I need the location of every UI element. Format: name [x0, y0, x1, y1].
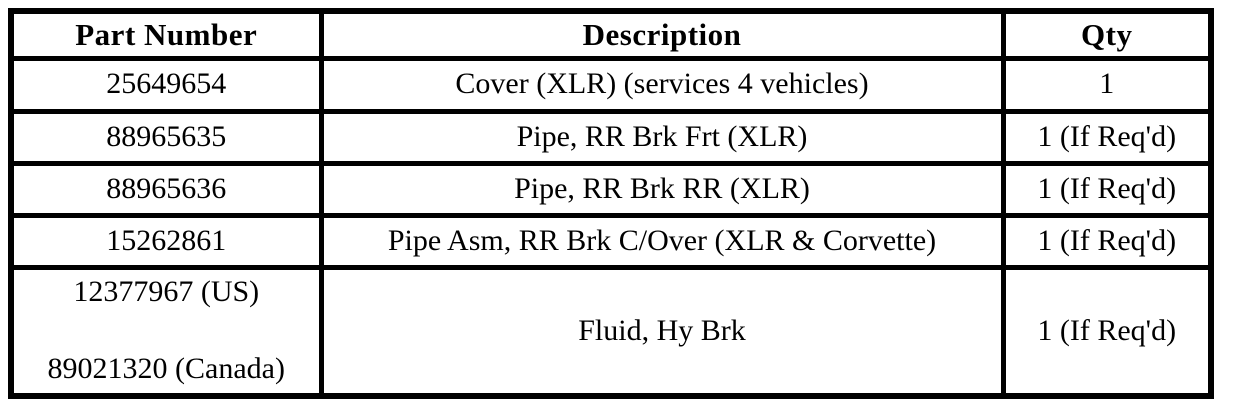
description-cell: Pipe Asm, RR Brk C/Over (XLR & Corvette): [318, 212, 1006, 270]
part-number-line-canada: 89021320 (Canada): [47, 352, 285, 385]
part-number-cell: 12377967 (US) 89021320 (Canada): [8, 264, 324, 398]
table-row: 15262861 Pipe Asm, RR Brk C/Over (XLR & …: [8, 212, 1214, 270]
parts-table: Part Number Description Qty 25649654 Cov…: [8, 8, 1214, 399]
part-number-cell: 88965635: [8, 108, 324, 166]
description-cell: Cover (XLR) (services 4 vehicles): [318, 55, 1006, 114]
header-row: Part Number Description Qty: [8, 8, 1214, 61]
part-number-cell: 15262861: [8, 212, 324, 270]
table-row: 25649654 Cover (XLR) (services 4 vehicle…: [8, 55, 1214, 114]
column-header-part-number: Part Number: [8, 8, 324, 61]
qty-cell: 1 (If Req'd): [1000, 212, 1214, 270]
description-cell: Fluid, Hy Brk: [318, 264, 1006, 398]
part-number-cell: 25649654: [8, 55, 324, 114]
part-number-cell: 88965636: [8, 160, 324, 218]
qty-cell: 1 (If Req'd): [1000, 160, 1214, 218]
column-header-description: Description: [318, 8, 1006, 61]
qty-cell: 1 (If Req'd): [1000, 108, 1214, 166]
table-row: 88965635 Pipe, RR Brk Frt (XLR) 1 (If Re…: [8, 108, 1214, 166]
column-header-qty: Qty: [1000, 8, 1214, 61]
table-row: 12377967 (US) 89021320 (Canada) Fluid, H…: [8, 264, 1214, 398]
part-number-stack: 12377967 (US) 89021320 (Canada): [16, 272, 316, 391]
description-cell: Pipe, RR Brk RR (XLR): [318, 160, 1006, 218]
table-row: 88965636 Pipe, RR Brk RR (XLR) 1 (If Req…: [8, 160, 1214, 218]
qty-cell: 1: [1000, 55, 1214, 114]
qty-cell: 1 (If Req'd): [1000, 264, 1214, 398]
part-number-line-us: 12377967 (US): [73, 274, 260, 308]
description-cell: Pipe, RR Brk Frt (XLR): [318, 108, 1006, 166]
